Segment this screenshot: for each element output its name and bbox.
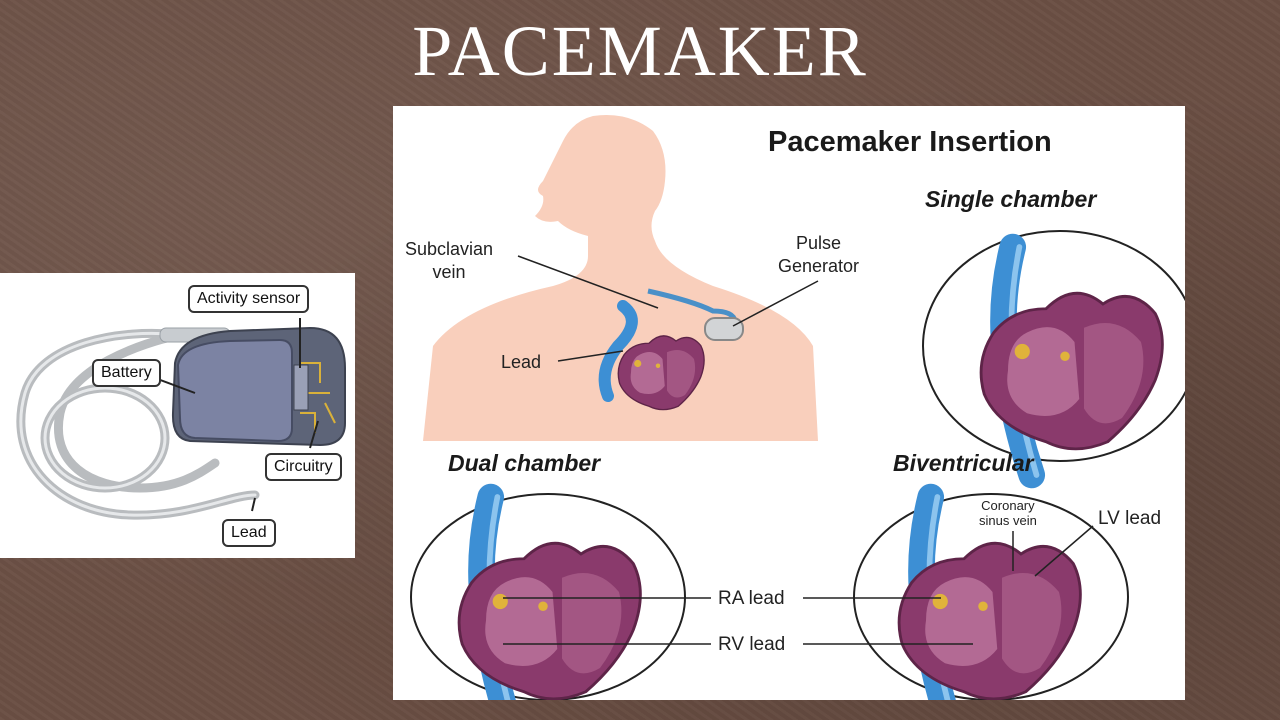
ra-lead-label: RA lead [718,588,785,609]
torso-lead-label: Lead [501,352,542,372]
single-chamber-heading: Single chamber [925,186,1097,212]
insertion-heading: Pacemaker Insertion [768,126,1052,158]
battery-callout: Battery [92,359,161,387]
insertion-illustration [410,115,1185,700]
lv-lead-label: LV lead [1098,508,1162,529]
pulse-generator-label: Pulse Generator [778,233,860,276]
pacemaker-device-illustration [16,318,346,520]
device-body [171,326,346,447]
dual-chamber-heading: Dual chamber [448,450,601,476]
battery-shape [176,338,293,443]
pulse-generator-device [704,317,744,341]
slide-title: PACEMAKER [412,11,868,91]
circuitry-traces [300,362,336,433]
insertion-panel: Pacemaker Insertion Single chamber Dual … [393,106,1185,700]
coronary-sinus-vein-label: Coronary sinus vein [979,498,1037,528]
subclavian-vein-label: Subclavian vein [405,239,494,282]
torso-silhouette [423,115,818,441]
activity-sensor-callout: Activity sensor [188,285,310,313]
activity-sensor-chip [293,364,309,411]
device-panel: Activity sensor Battery Circuitry Lead [0,273,355,558]
rv-lead-label: RV lead [718,634,786,655]
lead-callout: Lead [222,519,276,547]
circuitry-callout: Circuitry [265,453,342,481]
biventricular-heading: Biventricular [893,450,1034,476]
